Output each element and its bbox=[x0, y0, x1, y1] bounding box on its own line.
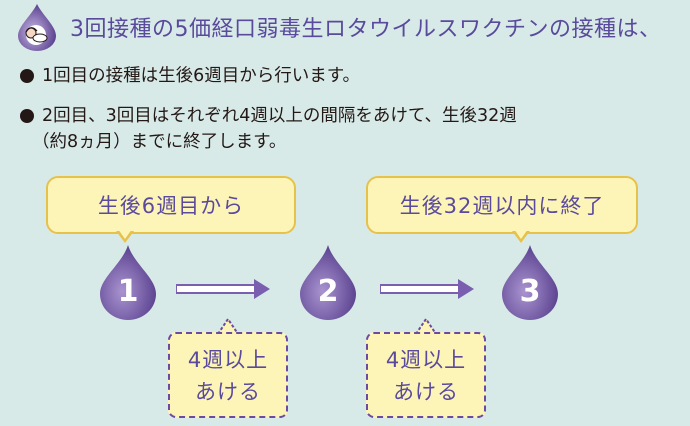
baby-drop-icon bbox=[18, 4, 56, 51]
end-callout: 生後32週以内に終了 bbox=[366, 176, 638, 234]
bullet-dot-icon bbox=[20, 69, 34, 83]
bullet-dot-icon bbox=[20, 109, 34, 123]
drop-icon bbox=[502, 245, 558, 320]
interval-text: あける bbox=[195, 380, 261, 404]
dose-number: 3 bbox=[519, 274, 541, 309]
interval-text: あける bbox=[393, 380, 459, 404]
dose-1-drop: 1 bbox=[96, 242, 160, 322]
drop-icon bbox=[300, 245, 356, 320]
arrow-right-icon bbox=[380, 279, 474, 299]
interval-callout: 4週以上 あける bbox=[366, 332, 486, 418]
arrow-right-icon bbox=[176, 279, 270, 299]
interval-callout: 4週以上 あける bbox=[168, 332, 288, 418]
dose-2-drop: 2 bbox=[296, 242, 360, 322]
bullet-text-continuation: （約8ヵ月）までに終了します。 bbox=[32, 132, 287, 152]
interval-text: 4週以上 bbox=[187, 348, 269, 372]
bullet-item: 1回目の接種は生後6週目から行います。 bbox=[20, 63, 360, 89]
bullet-text: 2回目、3回目はそれぞれ4週以上の間隔をあけて、生後32週 bbox=[42, 106, 517, 126]
bullet-text: 1回目の接種は生後6週目から行います。 bbox=[42, 66, 361, 86]
bullet-item: 2回目、3回目はそれぞれ4週以上の間隔をあけて、生後32週 （約8ヵ月）までに終… bbox=[20, 103, 517, 155]
start-callout: 生後6週目から bbox=[46, 176, 296, 234]
section-header: 3回接種の5価経口弱毒生ロタウイルスワクチンの接種は、 bbox=[12, 2, 662, 52]
interval-text: 4週以上 bbox=[385, 348, 467, 372]
drop-icon bbox=[100, 245, 156, 320]
page-title: 3回接種の5価経口弱毒生ロタウイルスワクチンの接種は、 bbox=[70, 17, 662, 42]
dose-number: 2 bbox=[317, 274, 339, 309]
start-callout-tail bbox=[116, 229, 134, 243]
interval-callout-tail bbox=[415, 318, 437, 334]
dose-number: 1 bbox=[117, 274, 139, 309]
end-callout-tail bbox=[512, 229, 530, 243]
dose-3-drop: 3 bbox=[498, 242, 562, 322]
interval-callout-tail bbox=[217, 318, 239, 334]
